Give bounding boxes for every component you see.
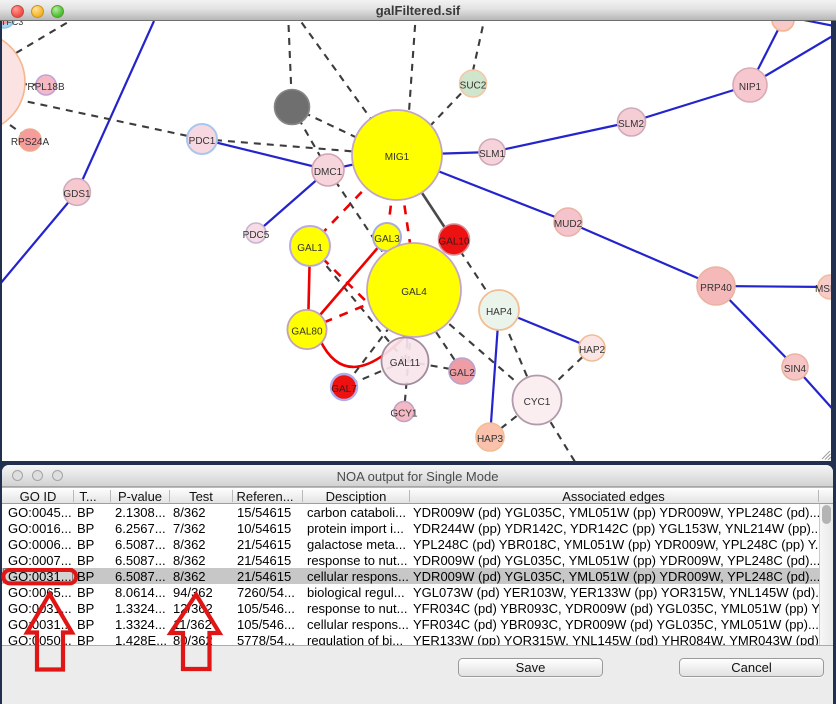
svg-text:GAL4: GAL4 (401, 287, 427, 298)
svg-text:SLM2: SLM2 (618, 119, 645, 130)
svg-text:GAL80: GAL80 (291, 327, 323, 338)
svg-text:GAL11: GAL11 (390, 358, 421, 369)
svg-text:GAL7: GAL7 (331, 384, 357, 395)
svg-text:MUD2: MUD2 (554, 219, 583, 230)
svg-text:NIP1: NIP1 (739, 82, 762, 93)
svg-text:HAP3: HAP3 (477, 434, 504, 445)
svg-text:RPS24A: RPS24A (11, 137, 50, 148)
svg-text:GDS1: GDS1 (63, 189, 91, 200)
svg-text:MIG1: MIG1 (385, 152, 410, 163)
svg-text:HAP4: HAP4 (486, 307, 513, 318)
svg-text:PRP40: PRP40 (700, 283, 732, 294)
svg-text:CYC1: CYC1 (524, 397, 551, 408)
svg-text:MSL1: MSL1 (815, 284, 831, 295)
svg-text:RPL18B: RPL18B (27, 82, 65, 93)
svg-text:TFC3: TFC3 (2, 21, 23, 27)
svg-text:PDC1: PDC1 (189, 136, 216, 147)
svg-text:SUC2: SUC2 (460, 81, 487, 92)
svg-text:HAP2: HAP2 (579, 345, 606, 356)
svg-text:GAL3: GAL3 (374, 234, 400, 245)
svg-text:GAL2: GAL2 (449, 368, 475, 379)
svg-text:GCY1: GCY1 (390, 409, 418, 420)
svg-text:PDC5: PDC5 (243, 230, 270, 241)
svg-text:SIN4: SIN4 (784, 364, 807, 375)
svg-text:GAL10: GAL10 (438, 237, 470, 248)
svg-text:SLM1: SLM1 (479, 149, 506, 160)
svg-text:DMC1: DMC1 (314, 167, 343, 178)
svg-text:GAL1: GAL1 (297, 243, 323, 254)
